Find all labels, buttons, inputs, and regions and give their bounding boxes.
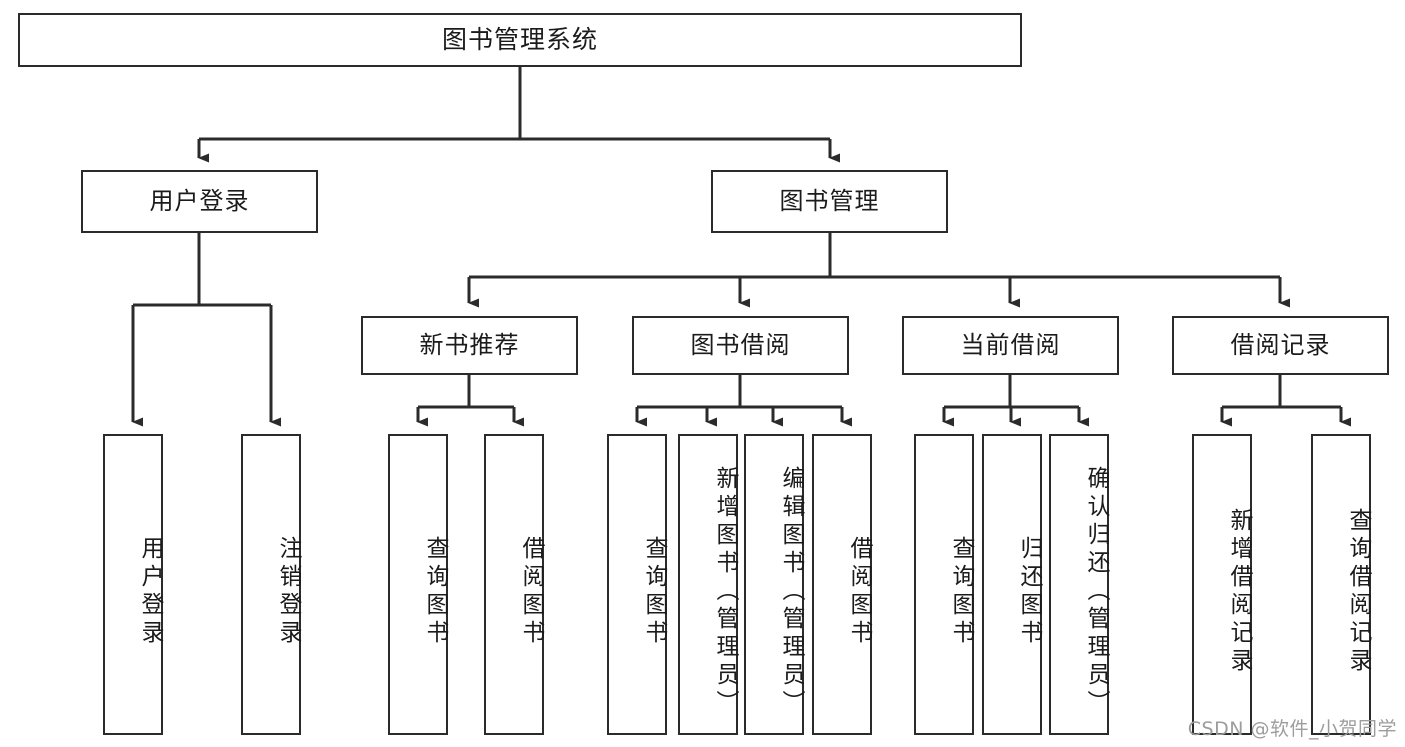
node-new-book-recommend[interactable]: 新书推荐: [361, 316, 578, 375]
leaf-current-query-book[interactable]: 查询图书: [914, 434, 974, 735]
node-label: 归还图书: [1016, 535, 1042, 648]
node-label: 查询图书: [641, 535, 667, 648]
node-label: 图书管理: [779, 187, 880, 216]
node-label: 图书管理系统: [441, 25, 598, 55]
leaf-record-add-record[interactable]: 新增借阅记录: [1192, 434, 1252, 735]
node-label: 新增图书（管理员）: [712, 465, 738, 718]
leaf-borrow-add-book-admin[interactable]: 新增图书（管理员）: [678, 434, 738, 735]
leaf-current-confirm-return-admin[interactable]: 确认归还（管理员）: [1049, 434, 1109, 735]
node-label: 借阅记录: [1230, 331, 1331, 360]
watermark-text: CSDN @软件_小贺同学: [1187, 718, 1397, 740]
leaf-recommend-borrow-book[interactable]: 借阅图书: [484, 434, 544, 735]
leaf-recommend-query-book[interactable]: 查询图书: [388, 434, 448, 735]
node-label: 注销登录: [275, 535, 301, 648]
node-label: 新增借阅记录: [1226, 507, 1252, 676]
node-label: 用户登录: [149, 187, 250, 216]
node-label: 查询图书: [422, 535, 448, 648]
node-label: 查询图书: [948, 535, 974, 648]
node-user-login[interactable]: 用户登录: [81, 170, 318, 233]
node-label: 当前借阅: [960, 331, 1061, 360]
node-label: 图书借阅: [690, 331, 791, 360]
node-label: 用户登录: [137, 535, 163, 648]
node-book-borrow[interactable]: 图书借阅: [632, 316, 849, 375]
leaf-borrow-edit-book-admin[interactable]: 编辑图书（管理员）: [744, 434, 804, 735]
node-label: 借阅图书: [518, 535, 544, 648]
node-label: 新书推荐: [419, 331, 520, 360]
node-label: 编辑图书（管理员）: [778, 465, 804, 718]
leaf-user-login-signin[interactable]: 用户登录: [103, 434, 163, 735]
node-label: 查询借阅记录: [1345, 507, 1371, 676]
node-borrow-record[interactable]: 借阅记录: [1172, 316, 1389, 375]
leaf-record-query-record[interactable]: 查询借阅记录: [1311, 434, 1371, 735]
node-current-borrow[interactable]: 当前借阅: [902, 316, 1119, 375]
node-label: 确认归还（管理员）: [1083, 465, 1109, 718]
leaf-borrow-query-book[interactable]: 查询图书: [607, 434, 667, 735]
leaf-user-login-signout[interactable]: 注销登录: [241, 434, 301, 735]
node-root-system[interactable]: 图书管理系统: [18, 13, 1022, 67]
leaf-borrow-borrow-book[interactable]: 借阅图书: [812, 434, 872, 735]
node-label: 借阅图书: [846, 535, 872, 648]
leaf-current-return-book[interactable]: 归还图书: [982, 434, 1042, 735]
node-book-management[interactable]: 图书管理: [711, 170, 948, 233]
